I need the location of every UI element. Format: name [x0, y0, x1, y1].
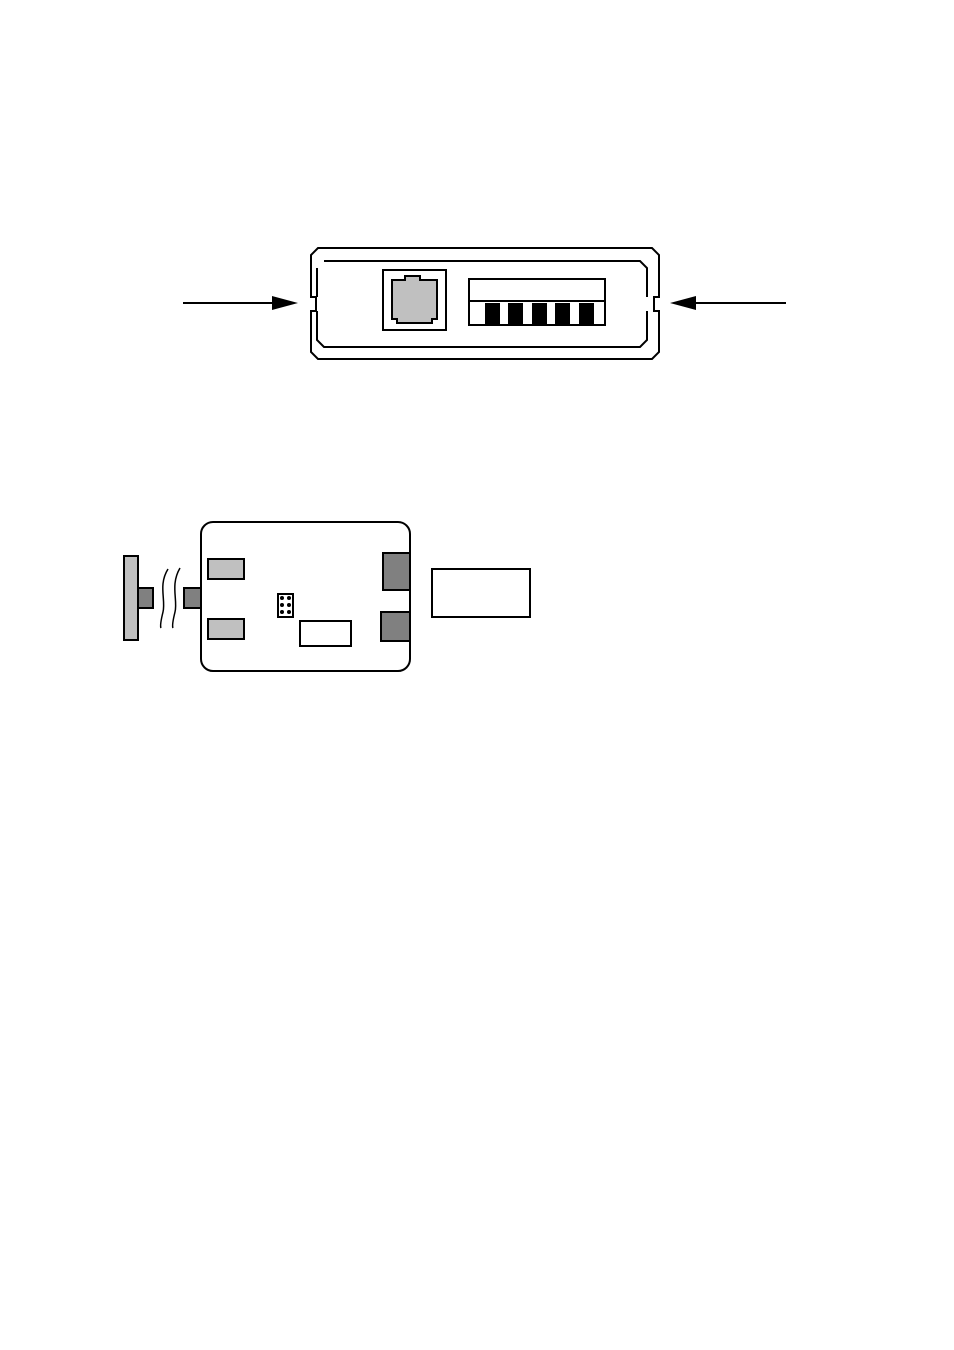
- arrowhead-icon: [272, 296, 298, 310]
- header-pin: [280, 603, 284, 607]
- terminal-pin: [555, 303, 570, 324]
- header-pin: [280, 610, 284, 614]
- arrowhead-icon: [670, 296, 696, 310]
- chip: [299, 620, 352, 647]
- terminal-pin: [532, 303, 547, 324]
- enclosure-outer-shell: [310, 247, 660, 360]
- terminal-pin: [485, 303, 500, 324]
- terminal-pin: [579, 303, 594, 324]
- right-connector-lower: [380, 611, 411, 642]
- rj-jack-socket: [391, 275, 438, 324]
- component-upper: [207, 558, 245, 580]
- board-top-view: [123, 521, 531, 672]
- plate-connector: [137, 587, 154, 609]
- enclosure-inner-panel: [316, 260, 648, 348]
- header-pin: [287, 610, 291, 614]
- right-arrow: [670, 296, 786, 310]
- board-connector: [183, 587, 202, 609]
- right-connector-upper: [382, 552, 411, 591]
- terminal-pin: [508, 303, 523, 324]
- left-arrow: [183, 296, 298, 310]
- header-pin: [287, 596, 291, 600]
- pin-header-dots: [280, 596, 291, 614]
- cable-break-icon: [159, 567, 181, 629]
- external-module: [431, 568, 531, 618]
- wall-plate: [123, 555, 139, 641]
- circuit-board: [200, 521, 411, 672]
- enclosure-end-view: [183, 247, 786, 360]
- terminal-pins: [485, 303, 594, 324]
- header-pin: [280, 596, 284, 600]
- component-lower: [207, 618, 245, 640]
- header-pin: [287, 603, 291, 607]
- rj-jack-housing: [382, 269, 447, 331]
